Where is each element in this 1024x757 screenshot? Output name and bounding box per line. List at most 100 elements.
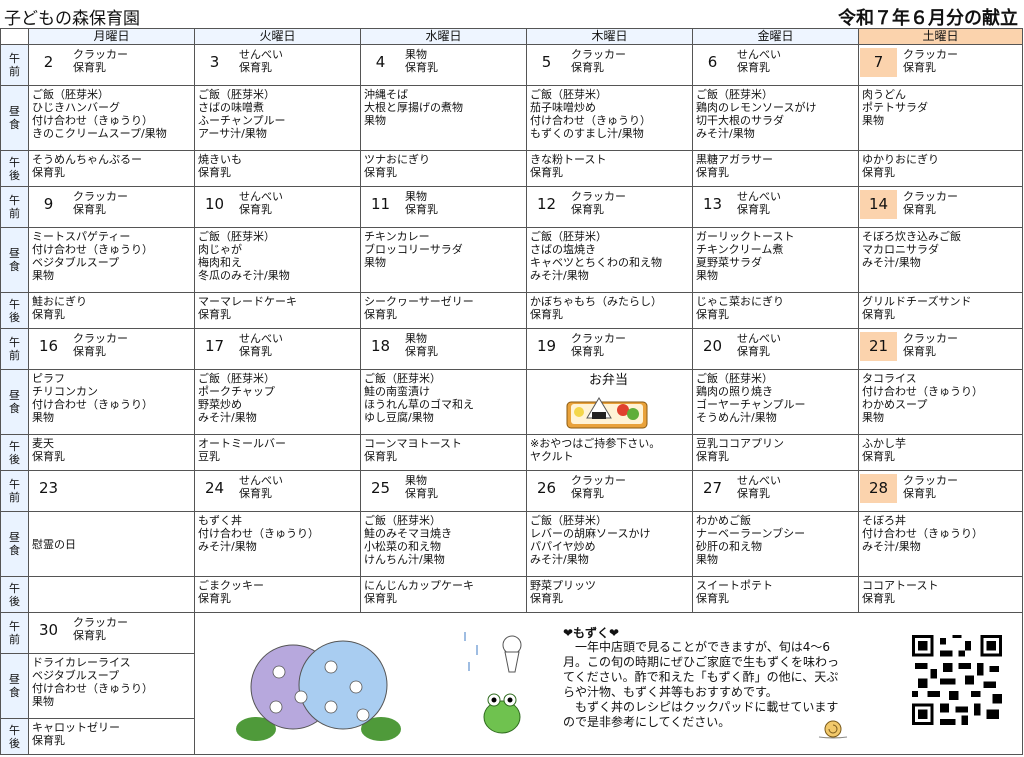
- morning-snack: クラッカー 保育乳: [903, 48, 958, 74]
- row-label-afternoon: 午 後: [0, 434, 29, 471]
- date-number: 27: [694, 473, 731, 503]
- afternoon-snack-row: 午 後キャロットゼリー 保育乳: [0, 718, 1023, 755]
- morning-snack: クラッカー 保育乳: [73, 331, 128, 358]
- afternoon-snack-cell: ふかし芋 保育乳: [858, 434, 1023, 471]
- morning-snack-cell: 23: [28, 469, 195, 513]
- hydrangea-illustration: [236, 640, 401, 741]
- morning-snack: せんべい 保育乳: [239, 331, 283, 358]
- afternoon-snack-row: 午 後麦天 保育乳オートミールバー 豆乳コーンマヨトースト 保育乳※おやつはご持…: [0, 434, 1023, 471]
- afternoon-snack-cell: マーマレードケーキ 保育乳: [194, 292, 361, 329]
- row-label-afternoon: 午 後: [0, 576, 29, 613]
- lunch-cell: 慰霊の日: [28, 511, 195, 578]
- bento-box-icon: [566, 397, 648, 429]
- menu-title: 令和７年６月分の献立: [838, 8, 1018, 29]
- morning-snack: クラッカー 保育乳: [73, 615, 128, 642]
- afternoon-snack-row: 午 後そうめんちゃんぷるー 保育乳焼きいも 保育乳ツナおにぎり 保育乳きな粉トー…: [0, 150, 1023, 187]
- date-number: 21: [860, 331, 897, 361]
- afternoon-snack-cell: キャロットゼリー 保育乳: [28, 718, 195, 755]
- date-number: 18: [362, 331, 399, 361]
- date-number: 25: [362, 473, 399, 503]
- afternoon-snack-cell: 野菜プリッツ 保育乳: [526, 576, 693, 613]
- morning-snack: クラッカー 保育乳: [73, 48, 128, 74]
- afternoon-snack-cell: オートミールバー 豆乳: [194, 434, 361, 471]
- row-label-morning: 午 前: [0, 611, 29, 655]
- note-body: 一年中店頭で見ることができますが、旬は4～6 月。この旬の時期にぜひご家庭で生も…: [563, 639, 840, 729]
- afternoon-snack-cell: じゃこ菜おにぎり 保育乳: [692, 292, 859, 329]
- morning-snack: せんべい 保育乳: [239, 48, 283, 74]
- row-label-lunch: 昼 食: [0, 369, 29, 436]
- afternoon-snack-cell: 麦天 保育乳: [28, 434, 195, 471]
- date-number: 9: [30, 189, 67, 219]
- lunch-cell: そぼろ炊き込みご飯 マカロニサラダ みそ汁/果物: [858, 227, 1023, 294]
- lunch-cell: ご飯（胚芽米） さばの味噌煮 ふーチャンプルー アーサ汁/果物: [194, 85, 361, 152]
- row-label-afternoon: 午 後: [0, 718, 29, 755]
- row-label-lunch: 昼 食: [0, 653, 29, 720]
- row-label-lunch: 昼 食: [0, 227, 29, 294]
- lunch-cell: ご飯（胚芽米） ポークチャップ 野菜炒め みそ汁/果物: [194, 369, 361, 436]
- day-header: 金曜日: [692, 28, 859, 45]
- row-label-lunch: 昼 食: [0, 511, 29, 578]
- date-number: 12: [528, 189, 565, 219]
- day-header: 木曜日: [526, 28, 693, 45]
- morning-snack: クラッカー 保育乳: [903, 473, 958, 500]
- afternoon-snack-cell: コーンマヨトースト 保育乳: [360, 434, 527, 471]
- day-header: 水曜日: [360, 28, 527, 45]
- morning-snack: せんべい 保育乳: [737, 48, 781, 74]
- afternoon-snack-cell: 焼きいも 保育乳: [194, 150, 361, 187]
- afternoon-snack-cell: スイートポテト 保育乳: [692, 576, 859, 613]
- afternoon-snack-cell: グリルドチーズサンド 保育乳: [858, 292, 1023, 329]
- morning-snack: 果物 保育乳: [405, 473, 438, 500]
- row-label-lunch: 昼 食: [0, 85, 29, 152]
- date-number: 4: [362, 48, 399, 77]
- day-header-row: 月曜日 火曜日 水曜日 木曜日 金曜日 土曜日: [0, 28, 1023, 45]
- date-number: 23: [30, 473, 67, 503]
- afternoon-snack-cell: 黒糖アガラサー 保育乳: [692, 150, 859, 187]
- qr-code-icon[interactable]: [912, 634, 1002, 725]
- row-label-afternoon: 午 後: [0, 292, 29, 329]
- bento-label: お弁当: [589, 373, 629, 389]
- date-number: 30: [30, 615, 67, 645]
- lunch-cell: ご飯（胚芽米） 鶏肉の照り焼き ゴーヤーチャンプルー そうめん汁/果物: [692, 369, 859, 436]
- lunch-cell: ご飯（胚芽米） 鮭のみそマヨ焼き 小松菜の和え物 けんちん汁/果物: [360, 511, 527, 578]
- date-number: 17: [196, 331, 233, 361]
- afternoon-snack-cell: ココアトースト 保育乳: [858, 576, 1023, 613]
- lunch-cell: ピラフ チリコンカン 付け合わせ（きゅうり） 果物: [28, 369, 195, 436]
- lunch-cell: ご飯（胚芽米） ひじきハンバーグ 付け合わせ（きゅうり） きのこクリームスープ/…: [28, 85, 195, 152]
- morning-snack: せんべい 保育乳: [737, 473, 781, 500]
- lunch-cell: 沖縄そば 大根と厚揚げの煮物 果物: [360, 85, 527, 152]
- lunch-cell: 肉うどん ポテトサラダ 果物: [858, 85, 1023, 152]
- date-number: 28: [860, 473, 897, 503]
- morning-snack: クラッカー 保育乳: [571, 473, 626, 500]
- morning-snack: 果物 保育乳: [405, 48, 438, 74]
- row-label-morning: 午 前: [0, 327, 29, 371]
- lunch-cell: タコライス 付け合わせ（きゅうり） わかめスープ 果物: [858, 369, 1023, 436]
- morning-snack: クラッカー 保育乳: [571, 189, 626, 216]
- afternoon-snack-row: 午 後ごまクッキー 保育乳にんじんカップケーキ 保育乳野菜プリッツ 保育乳スイー…: [0, 576, 1023, 613]
- afternoon-snack-cell: ゆかりおにぎり 保育乳: [858, 150, 1023, 187]
- lunch-row: 昼 食ご飯（胚芽米） ひじきハンバーグ 付け合わせ（きゅうり） きのこクリームス…: [0, 85, 1023, 152]
- date-number: 10: [196, 189, 233, 219]
- date-number: 2: [30, 48, 67, 77]
- lunch-cell: もずく丼 付け合わせ（きゅうり） みそ汁/果物: [194, 511, 361, 578]
- lunch-cell: ご飯（胚芽米） レバーの胡麻ソースかけ パパイヤ炒め みそ汁/果物: [526, 511, 693, 578]
- frog-illustration: [464, 631, 522, 734]
- afternoon-snack-row: 午 後鮭おにぎり 保育乳マーマレードケーキ 保育乳シークヮーサーゼリー 保育乳か…: [0, 292, 1023, 329]
